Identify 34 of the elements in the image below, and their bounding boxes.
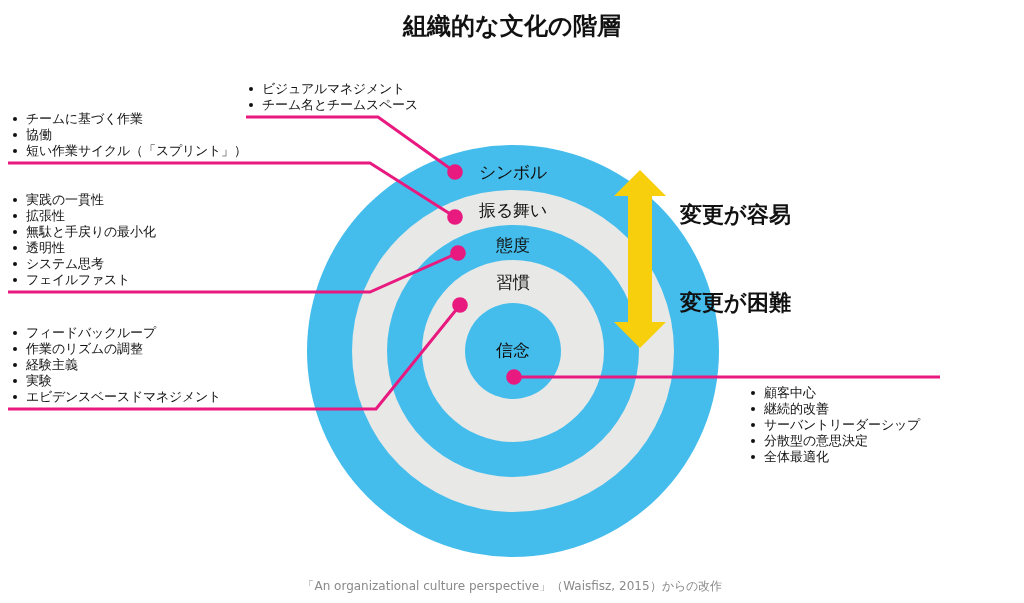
list-item-text: 実験 — [26, 373, 52, 389]
list-item-text: エビデンスベースドマネジメント — [26, 389, 221, 405]
ring-label: 習慣 — [496, 271, 530, 293]
ring-label: 態度 — [496, 234, 530, 256]
leader-line — [506, 369, 940, 385]
source-caption: 「An organizational culture perspective」（Waisfisz, 2015）からの改作 — [301, 578, 723, 595]
ring-label: 信念 — [496, 339, 530, 361]
leader-line — [8, 245, 466, 294]
list-item-text: 透明性 — [26, 240, 65, 256]
list-item-text: 拡張性 — [26, 208, 65, 224]
list-item-text: 継続的改善 — [764, 401, 829, 417]
list-item-text: 作業のリズムの調整 — [26, 341, 143, 357]
list-item-text: チーム名とチームスペース — [262, 97, 418, 113]
list-item-text: 経験主義 — [26, 357, 78, 373]
diagram-title: 組織的な文化の階層 — [401, 11, 622, 42]
list-item-text: 無駄と手戻りの最小化 — [26, 224, 156, 240]
list-item-text: システム思考 — [26, 256, 104, 272]
list-item-text: 顧客中心 — [764, 385, 816, 401]
side-label: 変更が容易 — [680, 201, 791, 229]
ring-label: シンボル — [479, 161, 547, 183]
list-item-text: 協働 — [26, 127, 52, 143]
leader-line — [8, 161, 463, 225]
list-item-text: 分散型の意思決定 — [764, 433, 868, 449]
list-item-text: 全体最適化 — [764, 449, 829, 465]
leader-line — [8, 297, 468, 411]
list-item-text: 短い作業サイクル（「スプリント」） — [26, 143, 247, 159]
list-item-text: サーバントリーダーシップ — [764, 417, 920, 433]
list-item-text: フェイルファスト — [26, 272, 130, 288]
ring-label: 振る舞い — [479, 199, 547, 221]
list-item-text: フィードバックループ — [26, 325, 156, 341]
list-item-text: ビジュアルマネジメント — [262, 81, 405, 97]
list-item-text: チームに基づく作業 — [26, 111, 143, 127]
list-item-text: 実践の一貫性 — [26, 192, 104, 208]
leader-line — [246, 115, 463, 180]
